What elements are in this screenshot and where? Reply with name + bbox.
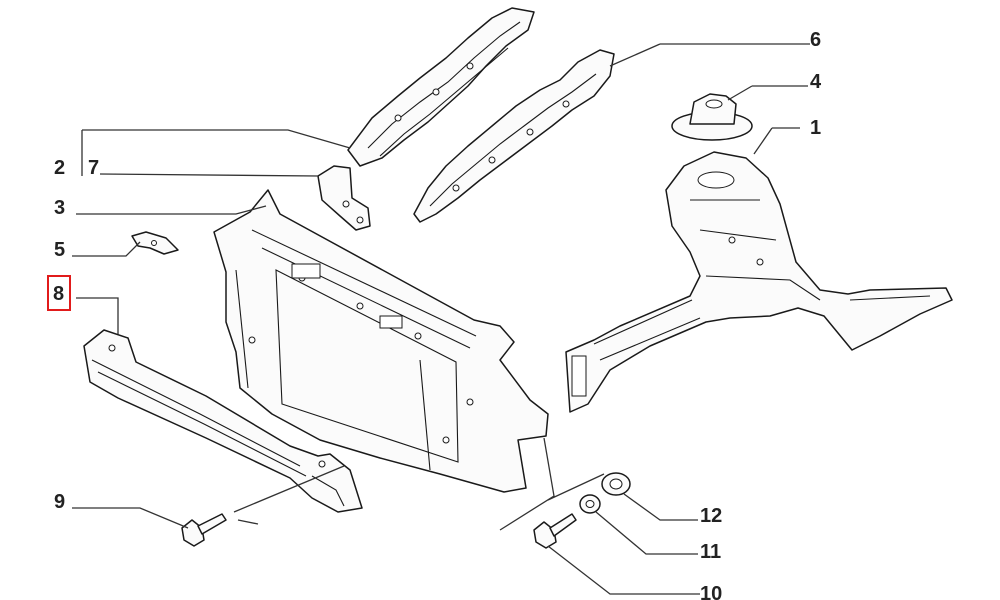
part-5-clip[interactable] [131, 231, 179, 255]
callout-9[interactable]: 9 [54, 491, 65, 513]
part-1-side-member[interactable] [565, 151, 953, 413]
callout-7[interactable]: 7 [88, 157, 99, 179]
callout-4[interactable]: 4 [810, 71, 822, 93]
part-4-mount-cap[interactable] [671, 93, 753, 141]
callout-10[interactable]: 10 [700, 583, 722, 600]
callout-1[interactable]: 1 [810, 117, 821, 139]
part-11-washer[interactable] [579, 494, 601, 514]
callout-2[interactable]: 2 [54, 157, 65, 179]
part-2-upper-member[interactable] [347, 7, 535, 167]
callout-8[interactable]: 8 [53, 283, 64, 305]
part-3-front-panel[interactable] [213, 189, 549, 493]
callout-labels: 1 2 7 3 4 5 6 8 9 12 11 10 [47, 29, 822, 600]
part-10-bolt[interactable] [533, 513, 577, 549]
part-9-bolt[interactable] [181, 513, 227, 547]
callout-3[interactable]: 3 [54, 197, 65, 219]
part-12-spacer[interactable] [601, 472, 631, 496]
leader-lines [72, 43, 810, 595]
callout-6[interactable]: 6 [810, 29, 821, 51]
callout-12[interactable]: 12 [700, 505, 722, 527]
part-8-bumper-beam[interactable] [83, 329, 363, 513]
callout-5[interactable]: 5 [54, 239, 65, 261]
callout-11[interactable]: 11 [700, 541, 721, 563]
part-7-bracket[interactable] [317, 165, 371, 231]
callout-8-highlight-box [47, 275, 71, 311]
